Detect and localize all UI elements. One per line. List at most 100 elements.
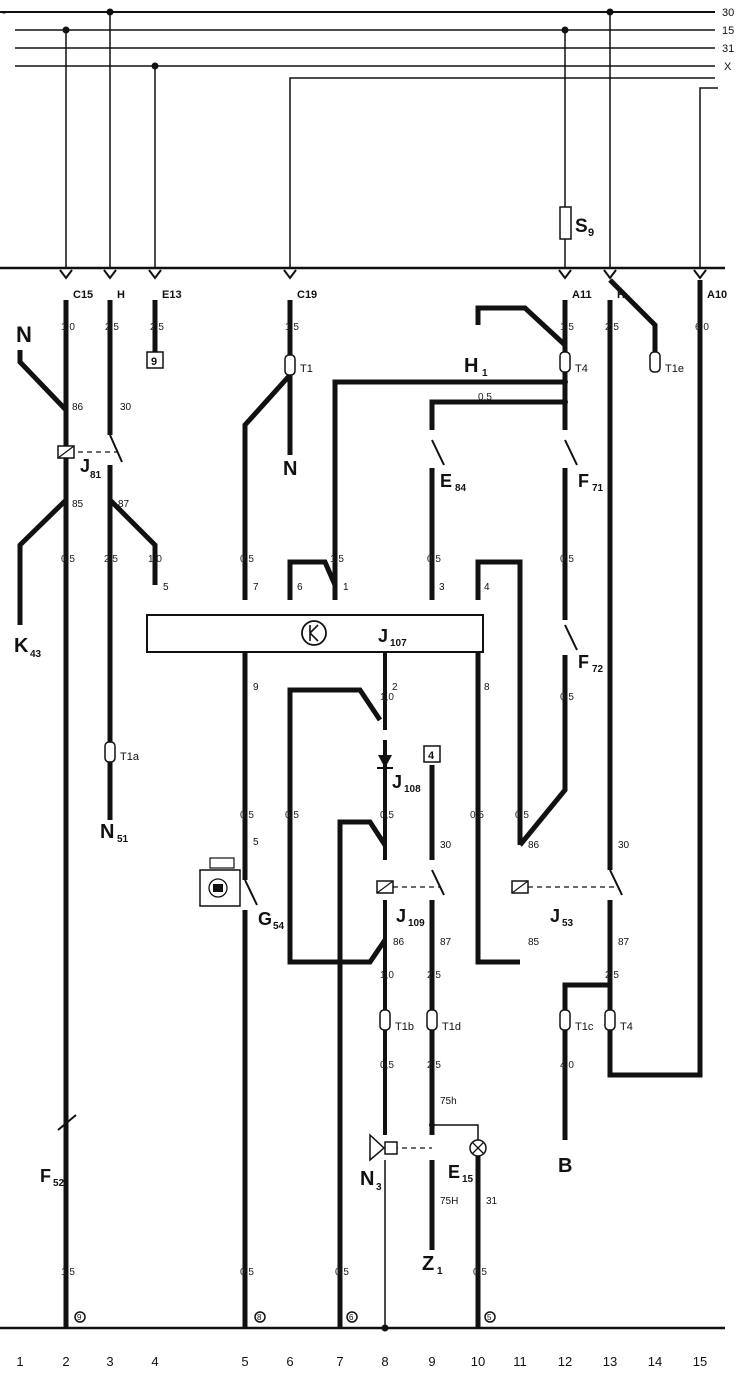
fuse-s9: [559, 206, 572, 240]
connector-label: E13: [162, 289, 182, 301]
label-e15: E: [448, 1162, 460, 1182]
wire-size: 0,5: [478, 392, 492, 403]
label-f72: F: [578, 652, 589, 672]
label-n: N: [16, 322, 32, 347]
label-t1e: T1e: [665, 363, 684, 375]
connector-t1e: [649, 351, 661, 373]
lamp-cross: [471, 1141, 485, 1155]
terminal-label: 85: [528, 937, 540, 948]
switch: [564, 439, 578, 466]
wire-size: 0,5: [473, 1267, 487, 1278]
wire-size: 0,5: [380, 1060, 394, 1071]
connector-label: C19: [297, 289, 317, 301]
connector-label: H: [617, 289, 625, 301]
column-number: 1: [16, 1354, 23, 1369]
terminal-label: 75H: [440, 1196, 458, 1207]
wire-size: 0,5: [240, 1267, 254, 1278]
label-z1: Z: [422, 1253, 434, 1275]
connector-arrow: [693, 269, 707, 280]
label-k43-sub: 43: [30, 649, 42, 660]
wire: [608, 278, 658, 352]
wire-size: 0,5: [560, 554, 574, 565]
junction-dot: [106, 8, 114, 16]
wire-size: 1,0: [380, 970, 394, 981]
junction-dot: [62, 26, 70, 34]
rail-label-15: 15: [722, 25, 734, 37]
label-j81-sub: 81: [90, 470, 102, 481]
label-j108: J: [392, 772, 402, 792]
wire-size: 0,5: [380, 810, 394, 821]
coil-mark: [57, 445, 75, 459]
box-9-label: 9: [151, 356, 157, 368]
sender-core: [213, 884, 223, 892]
wire: [699, 87, 718, 268]
terminal-label: 87: [118, 499, 130, 510]
label-t1c: T1c: [575, 1021, 594, 1033]
label-f71-sub: 71: [592, 483, 604, 494]
wire: [429, 399, 565, 430]
label-e84: E: [440, 471, 452, 491]
label-f72-sub: 72: [592, 664, 604, 675]
label-j107-sub: 107: [390, 638, 407, 649]
terminal-label: 6: [297, 582, 303, 593]
wire-size: 0,5: [61, 554, 75, 565]
junction-dot: [561, 26, 569, 34]
wire-size: 2,5: [605, 322, 619, 333]
label-g54-sub: 54: [273, 921, 285, 932]
sender-cap: [209, 857, 235, 869]
terminal-label: 3: [439, 582, 445, 593]
wire: [287, 687, 388, 965]
wire-size: 0,5: [427, 554, 441, 565]
column-number: 3: [106, 1354, 113, 1369]
wire: [518, 655, 568, 847]
k-symbol-icon: [301, 620, 327, 646]
column-number: 9: [428, 1354, 435, 1369]
terminal-label: 87: [618, 937, 630, 948]
column-number: 15: [693, 1354, 707, 1369]
connector-arrow: [59, 269, 73, 280]
terminal-label: 30: [120, 402, 132, 413]
fuse-sub: 9: [588, 227, 594, 239]
ground-marker: [74, 1311, 86, 1323]
junction-dot: [562, 379, 568, 385]
wire-size: 1,5: [285, 322, 299, 333]
rail-label-31: 31: [722, 43, 734, 55]
wire-size: 0,5: [285, 810, 299, 821]
ground-marker: [254, 1311, 266, 1323]
label-e84-sub: 84: [455, 483, 467, 494]
connector-label: A11: [572, 289, 592, 301]
label-j109: J: [396, 906, 406, 926]
terminal-label: 87: [440, 937, 452, 948]
box-4-label: 4: [428, 750, 435, 762]
connector-t1d: [426, 1009, 438, 1031]
column-number: 10: [471, 1354, 485, 1369]
wire: [432, 1124, 479, 1145]
label-k43: K: [14, 635, 29, 657]
terminal-label: 86: [72, 402, 84, 413]
valve-n3-icon: [369, 1133, 386, 1162]
wire-size: 0,5: [515, 810, 529, 821]
label-j81: J: [80, 456, 90, 476]
label-h1: H: [464, 355, 478, 377]
label-n51-sub: 51: [117, 834, 129, 845]
ground-number: 8: [257, 1313, 262, 1322]
column-number: 12: [558, 1354, 572, 1369]
junction-dot: [562, 399, 568, 405]
connector-arrow: [603, 269, 617, 280]
terminal-label: 86: [393, 937, 405, 948]
wire: [337, 819, 388, 1328]
label-t1a: T1a: [120, 751, 140, 763]
wire: [607, 280, 703, 1078]
connector-label: A10: [707, 289, 727, 301]
label-j53: J: [550, 906, 560, 926]
label-f52: F: [40, 1166, 51, 1186]
terminal-label: 2: [392, 682, 398, 693]
switch: [609, 869, 623, 896]
wire: [289, 77, 715, 268]
ground-number: 5: [487, 1313, 492, 1322]
valve-coil: [384, 1141, 398, 1155]
connector-t4-bottom: [604, 1009, 616, 1031]
label-f71: F: [578, 471, 589, 491]
rail-mark: -: [2, 5, 6, 19]
